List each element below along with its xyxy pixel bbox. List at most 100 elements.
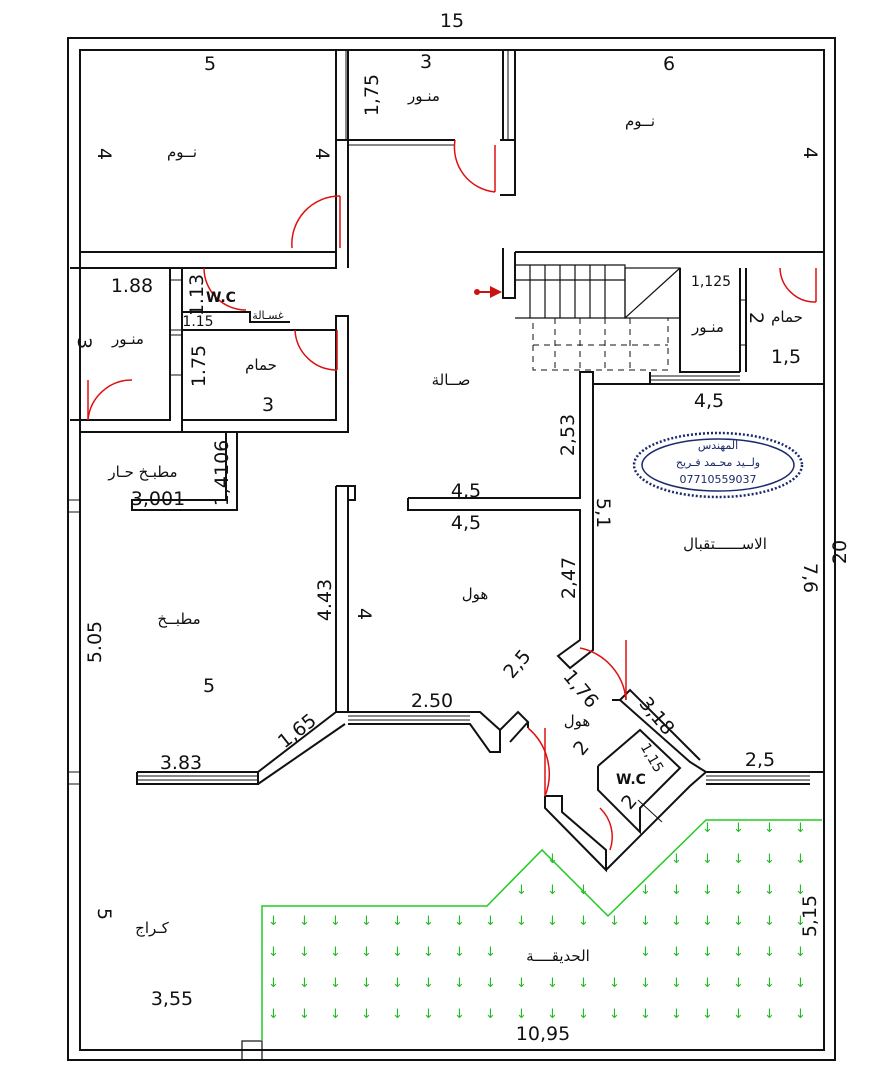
dim-kitchen-w: 5	[203, 675, 215, 697]
plant-icon: ↓	[764, 976, 775, 991]
dim-wc-small-b: 2	[617, 790, 642, 813]
dim-bed-right-w: 6	[663, 53, 675, 75]
plant-icon: ↓	[268, 1007, 279, 1022]
dim-bath-right-w: 1,5	[771, 346, 801, 368]
dim-garage-w: 3,55	[151, 988, 193, 1010]
plant-icon: ↓	[640, 1007, 651, 1022]
dim-garden-w: 10,95	[516, 1023, 570, 1045]
dim-bath-right-h: 2	[745, 312, 767, 324]
label-bedroom-left: نــوم	[167, 143, 197, 161]
plant-icon: ↓	[392, 976, 403, 991]
plant-icon: ↓	[702, 1007, 713, 1022]
plant-icon: ↓	[454, 945, 465, 960]
stamp-title: المهندس	[698, 439, 738, 452]
plant-icon: ↓	[578, 1007, 589, 1022]
plant-icon: ↓	[671, 976, 682, 991]
dim-bath-left-w: 3	[262, 394, 274, 416]
dim-wc-small-a: 1,15	[637, 741, 666, 776]
plant-icon: ↓	[609, 1007, 620, 1022]
label-garage: كـراج	[135, 919, 170, 938]
label-hall: هول	[462, 585, 489, 603]
plant-icon: ↓	[733, 821, 744, 836]
label-salon: صــالة	[432, 371, 471, 389]
plant-icon: ↓	[764, 821, 775, 836]
dim-bed-right-h: 4	[799, 147, 821, 159]
dim-corridor-b: 4,5	[451, 512, 481, 534]
plant-icon: ↓	[671, 1007, 682, 1022]
plant-icon: ↓	[547, 976, 558, 991]
interior-walls	[70, 50, 824, 1050]
plant-icon: ↓	[671, 914, 682, 929]
plant-icon: ↓	[423, 914, 434, 929]
plant-icon: ↓	[299, 1007, 310, 1022]
label-washer: غسـالة	[252, 309, 284, 322]
plant-icon: ↓	[330, 914, 341, 929]
plant-icon: ↓	[640, 976, 651, 991]
label-garden: الحديقــــة	[526, 947, 590, 965]
plant-icon: ↓	[392, 1007, 403, 1022]
plant-icon: ↓	[392, 914, 403, 929]
entry-arrow-icon	[474, 286, 502, 298]
dim-kitchen-side: 4.43	[314, 579, 336, 621]
plant-icon: ↓	[733, 852, 744, 867]
plant-icon: ↓	[702, 821, 713, 836]
plant-icon: ↓	[516, 976, 527, 991]
dim-corridor-a: 4,5	[451, 480, 481, 502]
plant-icon: ↓	[795, 883, 806, 898]
outer-walls	[67, 37, 836, 1061]
plant-icon: ↓	[485, 914, 496, 929]
plant-icon: ↓	[454, 976, 465, 991]
plant-icon: ↓	[299, 976, 310, 991]
plant-icon: ↓	[764, 914, 775, 929]
dim-light-top-h: 1,75	[361, 74, 383, 116]
plant-icon: ↓	[795, 945, 806, 960]
plant-icon: ↓	[764, 883, 775, 898]
plant-icon: ↓	[423, 1007, 434, 1022]
plant-icon: ↓	[361, 914, 372, 929]
garden-area: ↓ ↓ ↓ ↓ ↓ ↓ ↓ ↓ ↓ ↓ ↓ ↓ ↓ ↓ ↓ ↓ ↓ ↓ ↓ ↓ ↓ ↓ ↓ ↓ ↓ ↓ ↓ ↓ ↓ ↓ ↓ ↓ ↓ ↓ ↓ ↓ ↓ ↓ ↓ ↓…	[261, 819, 822, 1041]
plant-icon: ↓	[795, 1007, 806, 1022]
plant-icon: ↓	[547, 852, 558, 867]
label-bedroom-right: نــوم	[625, 112, 655, 130]
dim-wc-left-h: 1.13	[186, 274, 208, 316]
plant-icon: ↓	[361, 976, 372, 991]
plant-icon: ↓	[485, 976, 496, 991]
windows	[67, 50, 810, 823]
plant-icon: ↓	[795, 976, 806, 991]
dim-entry-b: 1,76	[559, 666, 603, 713]
dim-bed-left-h: 4	[93, 148, 115, 160]
plant-icon: ↓	[733, 945, 744, 960]
label-lightwell-right: منـور	[691, 318, 724, 336]
plant-icon: ↓	[609, 976, 620, 991]
dim-garden-h: 5,15	[799, 895, 821, 937]
dim-top-width: 15	[440, 10, 464, 32]
plant-icon: ↓	[795, 821, 806, 836]
plant-icon: ↓	[578, 914, 589, 929]
plant-icon: ↓	[330, 945, 341, 960]
plant-icon: ↓	[702, 883, 713, 898]
dim-entry-a: 2,5	[499, 645, 535, 682]
dim-kitchen-bottom: 3.83	[160, 752, 202, 774]
plant-icon: ↓	[268, 976, 279, 991]
dim-hall-seg: 2,47	[558, 557, 580, 599]
dimensions: 15 5 3 6 4 4 1,75 4 20 1.88 3 1.13 1.15 …	[73, 10, 851, 1045]
plant-icon: ↓	[640, 914, 651, 929]
plant-icon: ↓	[268, 914, 279, 929]
plant-icon: ↓	[795, 852, 806, 867]
plant-icon: ↓	[330, 976, 341, 991]
label-lightwell-top: منـور	[407, 87, 440, 105]
plant-icon: ↓	[764, 1007, 775, 1022]
plant-icon: ↓	[299, 945, 310, 960]
label-lightwell-left: منـور	[111, 330, 144, 348]
dim-wash-w: 1.15	[182, 314, 213, 330]
dim-kitchen-h: 5.05	[84, 621, 106, 663]
dim-right-bottom: 2,5	[745, 749, 775, 771]
plant-icon: ↓	[454, 1007, 465, 1022]
label-bath-right: حمام	[771, 308, 803, 326]
plant-icon: ↓	[795, 914, 806, 929]
dim-hall-corr-h: 2,53	[557, 414, 579, 456]
label-kitchen: مطبــخ	[157, 610, 200, 628]
plant-icon: ↓	[330, 1007, 341, 1022]
plant-icon: ↓	[702, 852, 713, 867]
label-hot-kitchen: مطبـخ حـار	[107, 463, 177, 481]
